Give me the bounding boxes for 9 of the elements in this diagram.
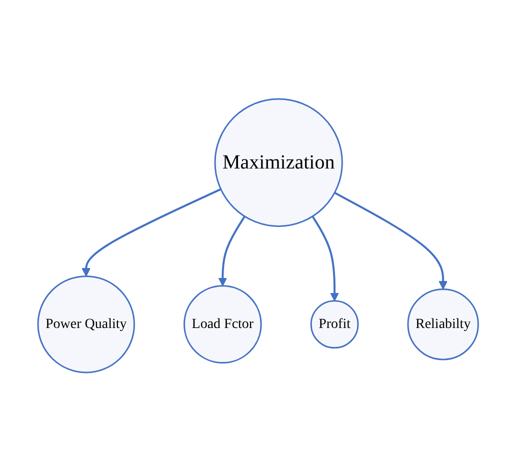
node-circle: Maximization: [214, 98, 344, 228]
arrow: [334, 192, 448, 290]
node-circle: Reliabilty: [408, 288, 480, 360]
node-circle: Profit: [310, 300, 360, 349]
arrow: [82, 188, 222, 277]
node-circle: Power Quality: [38, 276, 136, 374]
arrow: [218, 216, 246, 287]
arrow: [312, 216, 340, 302]
node-circle: Load Fctor: [184, 285, 262, 364]
